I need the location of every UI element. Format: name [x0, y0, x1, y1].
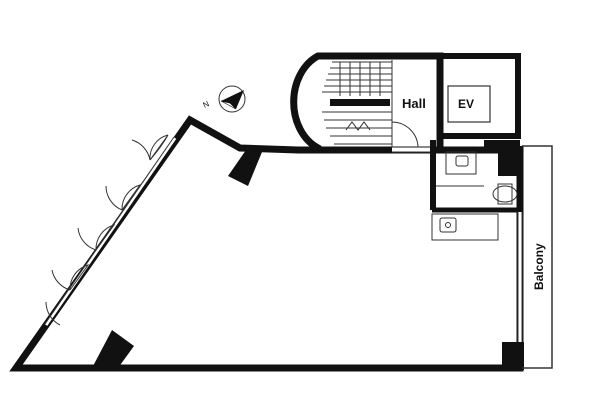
kitchen-counter: [431, 213, 499, 241]
kitchen-sink: [439, 217, 457, 233]
stair-direction-arrow: [345, 121, 371, 131]
elevator-car: [447, 85, 491, 123]
hall-label: Hall: [402, 96, 426, 111]
toilet-tank: [497, 183, 513, 205]
main-room-wall: [9, 115, 524, 372]
washbasin: [445, 151, 477, 175]
north-compass: [218, 85, 246, 113]
left-door-swings: [45, 134, 169, 326]
stair-core-wall: [290, 52, 444, 152]
washroom-wall: [484, 140, 520, 152]
column-bottom-right: [502, 342, 524, 370]
utility-block: [430, 140, 436, 210]
column-bottom-left: [92, 330, 134, 368]
elevator-shaft: [437, 53, 521, 139]
stair-landing-bar: [330, 99, 390, 106]
toilet-bowl: [492, 185, 518, 203]
column-top: [228, 150, 262, 186]
washbasin-bowl: [455, 155, 469, 167]
compass-north-letter: N: [202, 99, 211, 110]
balcony-label: Balcony: [532, 243, 546, 290]
balcony-outline: [522, 145, 553, 369]
ev-label: EV: [458, 97, 474, 111]
left-window-line: [44, 137, 177, 326]
hall-door-swing: [391, 121, 419, 149]
stair-treads: [322, 61, 392, 145]
kitchen-stove: [445, 222, 451, 228]
